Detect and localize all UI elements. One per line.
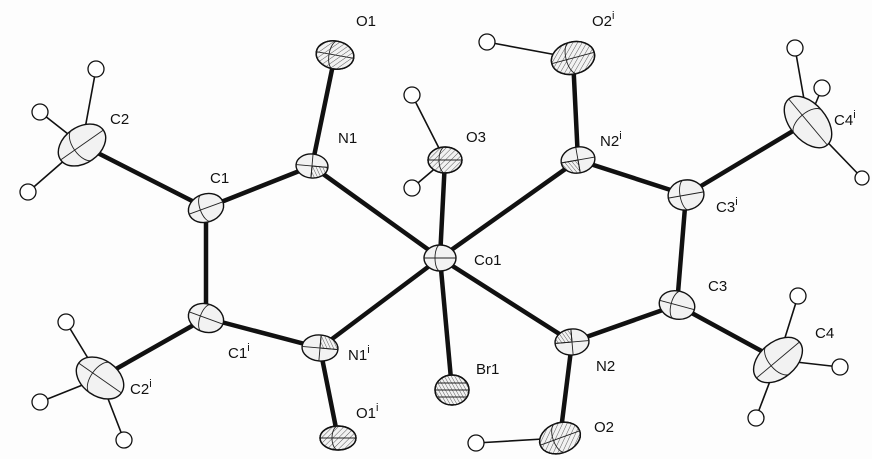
hydrogen-atom — [19, 183, 37, 201]
bond-n2i-o2i — [570, 55, 581, 163]
atom-o1i — [319, 425, 357, 451]
label-o1i: O1i — [356, 402, 378, 422]
label-co1: Co1 — [474, 252, 502, 269]
hydrogen-atom — [403, 179, 421, 197]
atom-n1 — [295, 153, 329, 179]
hydrogen-atom — [478, 33, 496, 51]
hydrogen-atoms — [19, 33, 870, 452]
atom-c1 — [187, 192, 225, 224]
hydrogen-atom — [789, 287, 807, 305]
bond-co1-n1 — [309, 163, 443, 261]
atom-o2i — [550, 40, 596, 76]
atom-o2 — [538, 421, 582, 455]
hydrogen-atom — [87, 60, 105, 78]
atom-labels: O1 O2i C2 N1 O3 N2i C4i C1 C3i Co1 C3 C4… — [110, 10, 856, 436]
atom-c2 — [57, 123, 107, 167]
label-c4i: C4i — [834, 109, 856, 129]
label-n1i: N1i — [348, 344, 370, 364]
label-n2i: N2i — [600, 130, 622, 150]
label-c2: C2 — [110, 111, 129, 128]
atom-c3i — [667, 179, 705, 211]
atom-n2 — [554, 328, 590, 356]
bond-n2i-c3i — [575, 157, 689, 198]
bond-c3i-c4i — [683, 119, 811, 198]
label-o2i: O2i — [592, 10, 614, 30]
hydrogen-atom — [747, 409, 765, 427]
hydrogen-atom — [786, 39, 804, 57]
label-c1i: C1i — [228, 342, 250, 362]
label-n2: N2 — [596, 358, 615, 375]
bond-co1-n2 — [437, 255, 575, 345]
bond-c3-n2 — [569, 302, 680, 345]
hydrogen-atom — [403, 86, 421, 104]
bond-n1i-o1i — [317, 345, 341, 441]
hydrogen-atom — [854, 170, 870, 186]
label-n1: N1 — [338, 130, 357, 147]
atom-n1i — [301, 334, 339, 362]
hydrogen-atom — [115, 431, 133, 449]
hydrogen-atom — [813, 79, 831, 97]
label-c4: C4 — [815, 325, 834, 342]
atom-n2i — [560, 146, 596, 174]
hydrogen-atom — [57, 313, 75, 331]
atom-co1 — [423, 244, 457, 272]
bond-c1-c2 — [79, 142, 209, 211]
label-o2: O2 — [594, 419, 614, 436]
atom-c3 — [658, 289, 696, 321]
label-c2i: C2i — [130, 378, 152, 398]
hydrogen-atom — [467, 434, 485, 452]
hydrogen-atom — [31, 103, 49, 121]
bond-c1i-c2i — [97, 315, 209, 381]
atom-o1 — [315, 40, 355, 70]
bond-co1-n1i — [317, 255, 443, 351]
bond-co1-br1 — [437, 255, 455, 393]
label-o3: O3 — [466, 129, 486, 146]
bond-c1i-n1i — [203, 315, 323, 351]
label-br1: Br1 — [476, 361, 499, 378]
bond-co1-n2i — [437, 157, 581, 261]
label-o1: O1 — [356, 13, 376, 30]
heavy-atoms — [57, 40, 833, 455]
bond-n1-c1 — [203, 163, 315, 211]
atom-c4 — [752, 336, 804, 384]
atom-c4i — [783, 95, 833, 149]
bond-c3i-c3 — [674, 192, 689, 308]
bond-co1-o3 — [437, 157, 448, 261]
hydrogen-atom — [31, 393, 49, 411]
bond-n1-o1 — [309, 52, 338, 169]
label-c3: C3 — [708, 278, 727, 295]
atom-c1i — [187, 302, 225, 334]
atom-c2i — [75, 356, 125, 400]
label-c3i: C3i — [716, 196, 738, 216]
atom-o3 — [427, 146, 463, 174]
hydrogen-atom — [831, 358, 849, 376]
atom-br1 — [434, 374, 470, 406]
label-c1: C1 — [210, 170, 229, 187]
bonds — [79, 52, 811, 441]
